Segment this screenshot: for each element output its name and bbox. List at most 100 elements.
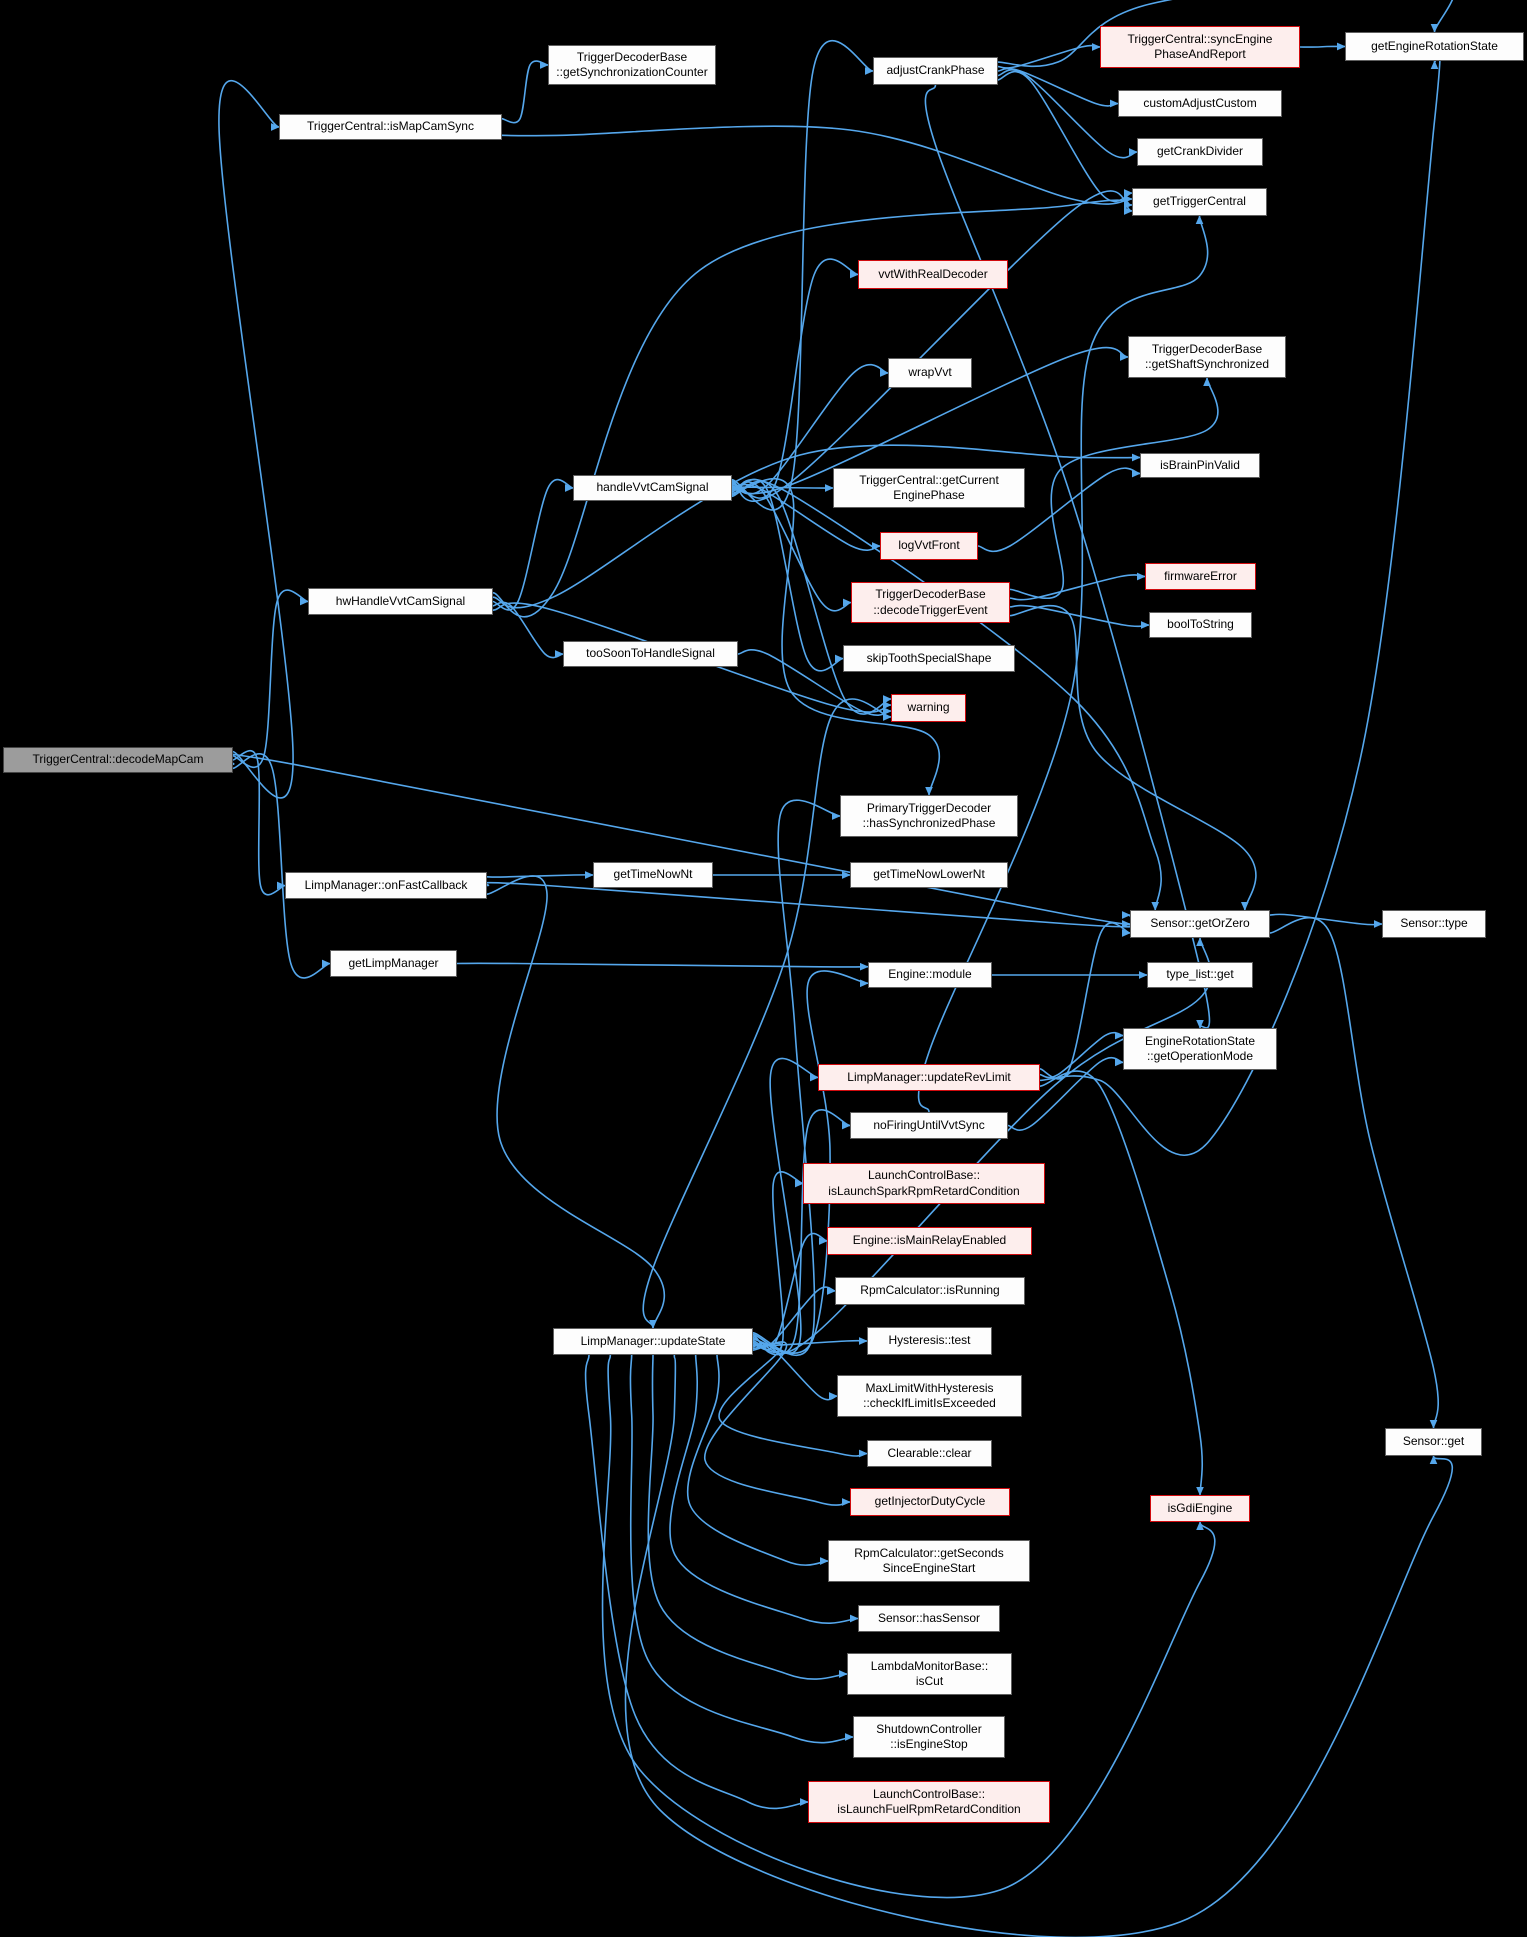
- edge-adjust-crank-phase-to-sync-engine-phase: [997, 43, 1101, 69]
- node-sensor-type[interactable]: Sensor::type: [1382, 910, 1486, 938]
- edge-adjust-crank-phase-to-get-trigger-central: [997, 70, 1133, 203]
- node-too-soon[interactable]: tooSoonToHandleSignal: [563, 641, 738, 667]
- node-is-map-cam-sync[interactable]: TriggerCentral::isMapCamSync: [279, 114, 502, 140]
- edge-is-map-cam-sync-to-get-sync-counter: [501, 60, 549, 124]
- node-rpm-is-running[interactable]: RpmCalculator::isRunning: [835, 1277, 1025, 1305]
- node-has-synchronized-phase[interactable]: PrimaryTriggerDecoder ::hasSynchronizedP…: [840, 795, 1018, 837]
- node-sync-engine-phase[interactable]: TriggerCentral::syncEngine PhaseAndRepor…: [1100, 26, 1300, 68]
- edge-decode-map-cam-to-sensor-get-or-zero: [213, 752, 1150, 927]
- edge-decode-map-cam-to-is-map-cam-sync: [218, 80, 294, 799]
- edge-update-state-to-hysteresis-test: [752, 1337, 868, 1347]
- node-is-engine-stop[interactable]: ShutdownController ::isEngineStop: [853, 1716, 1005, 1758]
- node-lambda-is-cut[interactable]: LambdaMonitorBase:: isCut: [847, 1653, 1012, 1695]
- node-get-current-engine-phase[interactable]: TriggerCentral::getCurrent EnginePhase: [833, 468, 1025, 508]
- node-sensor-get-or-zero[interactable]: Sensor::getOrZero: [1130, 910, 1270, 938]
- edge-decode-map-cam-to-on-fast-callback: [232, 750, 286, 896]
- edge-update-state-to-get-seconds-since-start: [686, 1354, 829, 1566]
- node-has-sensor[interactable]: Sensor::hasSensor: [858, 1605, 1000, 1632]
- node-update-rev-limit[interactable]: LimpManager::updateRevLimit: [818, 1064, 1040, 1091]
- node-hw-handle-vvt[interactable]: hwHandleVvtCamSignal: [308, 588, 493, 615]
- edge-update-state-to-sensor-get: [624, 1354, 1454, 1937]
- edge-update-state-to-is-launch-fuel: [584, 1354, 809, 1810]
- node-handle-vvt[interactable]: handleVvtCamSignal: [573, 475, 732, 501]
- edge-no-firing-until-vvt-sync-to-get-operation-mode: [1007, 1056, 1124, 1131]
- node-wrap-vvt[interactable]: wrapVvt: [888, 358, 972, 388]
- node-skip-tooth[interactable]: skipToothSpecialShape: [843, 645, 1015, 672]
- edge-handle-vvt-to-get-trigger-central: [731, 190, 1133, 502]
- node-warning[interactable]: warning: [891, 694, 966, 722]
- edge-update-state-to-warning: [642, 698, 892, 1329]
- edge-update-rev-limit-to-get-engine-rotation-state: [1039, 50, 1441, 1157]
- edge-hw-handle-vvt-to-get-trigger-central: [492, 199, 1133, 618]
- node-is-brain-pin-valid[interactable]: isBrainPinValid: [1140, 453, 1260, 478]
- node-hysteresis-test[interactable]: Hysteresis::test: [867, 1327, 992, 1355]
- edge-update-state-to-is-main-relay-enabled: [752, 1232, 828, 1351]
- edge-update-state-to-is-engine-stop: [629, 1354, 854, 1744]
- edge-sensor-get-or-zero-to-sensor-get: [1269, 916, 1440, 1429]
- edge-update-state-to-check-if-limit: [752, 1342, 838, 1401]
- edge-decode-trigger-event-to-bool-to-string: [1009, 604, 1150, 629]
- edge-adjust-crank-phase-to-get-operation-mode: [924, 84, 1211, 1029]
- node-get-sync-counter[interactable]: TriggerDecoderBase ::getSynchronizationC…: [548, 45, 716, 85]
- edge-hw-handle-vvt-to-is-brain-pin-valid: [492, 444, 1141, 609]
- node-get-crank-divider[interactable]: getCrankDivider: [1137, 138, 1263, 166]
- node-get-time-now-lower-nt[interactable]: getTimeNowLowerNt: [850, 862, 1008, 888]
- edge-update-state-to-has-sensor: [669, 1354, 859, 1624]
- node-get-time-now-nt[interactable]: getTimeNowNt: [593, 862, 713, 888]
- node-custom-adjust-custom[interactable]: customAdjustCustom: [1118, 90, 1282, 117]
- node-type-list-get[interactable]: type_list::get: [1147, 962, 1253, 988]
- edge-update-state-to-engine-module: [752, 970, 869, 1354]
- edge-on-fast-callback-to-update-state: [486, 875, 666, 1329]
- node-get-trigger-central[interactable]: getTriggerCentral: [1132, 188, 1267, 216]
- edge-adjust-crank-phase-to-custom-adjust-custom: [997, 67, 1119, 108]
- node-get-operation-mode[interactable]: EngineRotationState ::getOperationMode: [1123, 1028, 1277, 1070]
- node-get-seconds-since-start[interactable]: RpmCalculator::getSeconds SinceEngineSta…: [828, 1540, 1030, 1582]
- edge-update-state-to-lambda-is-cut: [647, 1354, 848, 1680]
- node-update-state[interactable]: LimpManager::updateState: [553, 1328, 753, 1355]
- edge-update-state-to-is-launch-spark: [752, 1171, 804, 1354]
- node-get-engine-rotation-state[interactable]: getEngineRotationState: [1345, 32, 1524, 61]
- node-get-injector-duty-cycle[interactable]: getInjectorDutyCycle: [850, 1488, 1010, 1516]
- edge-is-map-cam-sync-to-get-trigger-central: [501, 125, 1133, 205]
- edge-sensor-get-or-zero-to-sensor-type: [1269, 913, 1383, 928]
- node-check-if-limit[interactable]: MaxLimitWithHysteresis ::checkIfLimitIsE…: [837, 1375, 1022, 1417]
- node-clearable-clear[interactable]: Clearable::clear: [867, 1440, 992, 1467]
- node-get-limp-manager[interactable]: getLimpManager: [330, 950, 457, 977]
- edge-sync-engine-phase-to-get-engine-rotation-state: [1299, 42, 1346, 51]
- node-adjust-crank-phase[interactable]: adjustCrankPhase: [873, 57, 998, 85]
- node-bool-to-string[interactable]: boolToString: [1149, 612, 1252, 638]
- edge-decode-map-cam-to-get-limp-manager: [232, 753, 331, 979]
- edge-handle-vvt-to-get-shaft-synchronized: [731, 346, 1129, 495]
- edge-adjust-crank-phase-to-get-engine-rotation-state: [997, 0, 1454, 68]
- edge-on-fast-callback-to-sensor-get-or-zero: [483, 881, 1134, 928]
- node-no-firing-until-vvt-sync[interactable]: noFiringUntilVvtSync: [850, 1112, 1008, 1139]
- edge-log-vvt-front-to-is-brain-pin-valid: [977, 467, 1141, 553]
- node-is-gdi-engine[interactable]: isGdiEngine: [1150, 1495, 1250, 1522]
- edge-decode-map-cam-to-hw-handle-vvt: [232, 589, 309, 768]
- node-engine-module[interactable]: Engine::module: [868, 962, 992, 988]
- node-on-fast-callback[interactable]: LimpManager::onFastCallback: [285, 872, 487, 899]
- edge-no-firing-until-vvt-sync-to-get-trigger-central: [917, 215, 1209, 1113]
- edge-hw-handle-vvt-to-handle-vvt: [492, 478, 574, 611]
- edge-too-soon-to-warning: [737, 649, 892, 716]
- edge-update-state-to-has-synchronized-phase: [752, 799, 841, 1357]
- node-firmware-error[interactable]: firmwareError: [1145, 563, 1256, 590]
- edge-handle-vvt-to-has-synchronized-phase: [731, 478, 941, 796]
- node-decode-map-cam[interactable]: TriggerCentral::decodeMapCam: [3, 747, 233, 773]
- node-sensor-get[interactable]: Sensor::get: [1385, 1428, 1482, 1456]
- node-get-shaft-synchronized[interactable]: TriggerDecoderBase ::getShaftSynchronize…: [1128, 336, 1286, 378]
- node-log-vvt-front[interactable]: logVvtFront: [880, 532, 978, 560]
- node-vvt-with-real-decoder[interactable]: vvtWithRealDecoder: [858, 260, 1008, 289]
- edge-hw-handle-vvt-to-too-soon: [492, 601, 564, 659]
- edge-handle-vvt-to-adjust-crank-phase: [731, 40, 874, 511]
- node-decode-trigger-event[interactable]: TriggerDecoderBase ::decodeTriggerEvent: [851, 582, 1010, 623]
- edge-handle-vvt-to-sensor-get-or-zero: [731, 478, 1162, 911]
- node-is-launch-fuel[interactable]: LaunchControlBase:: isLaunchFuelRpmRetar…: [808, 1781, 1050, 1823]
- edge-update-rev-limit-to-sensor-get-or-zero: [1039, 922, 1131, 1080]
- node-is-main-relay-enabled[interactable]: Engine::isMainRelayEnabled: [827, 1227, 1032, 1255]
- edge-decode-trigger-event-to-sensor-get-or-zero: [1009, 604, 1257, 911]
- edge-get-limp-manager-to-engine-module: [456, 962, 869, 971]
- node-is-launch-spark[interactable]: LaunchControlBase:: isLaunchSparkRpmReta…: [803, 1163, 1045, 1204]
